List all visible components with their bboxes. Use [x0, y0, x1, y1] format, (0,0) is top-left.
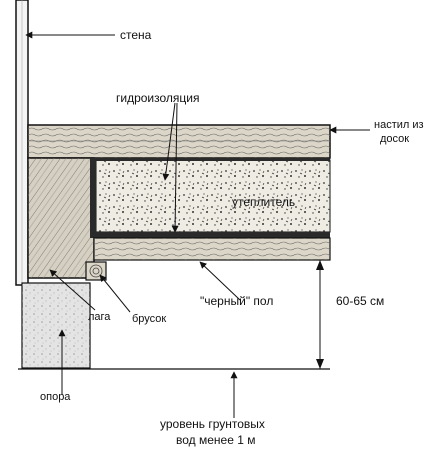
wall-label: стена	[120, 28, 152, 42]
groundwater-label-line2: вод менее 1 м	[176, 433, 255, 447]
support-pillar	[21, 282, 91, 369]
waterproofing-membrane	[90, 158, 330, 238]
leader-lines	[25, 31, 370, 418]
subfloor	[93, 237, 331, 261]
joist	[27, 157, 95, 279]
groundwater-label-line1: уровень грунтовых	[160, 417, 265, 431]
deck-boards	[27, 124, 331, 159]
height-dimension	[316, 260, 324, 369]
waterproofing-label: гидроизоляция	[116, 91, 199, 105]
bar-label: брусок	[132, 313, 166, 325]
height-label: 60-65 см	[336, 294, 384, 308]
insulation-label: утеплитель	[232, 195, 295, 209]
bar-block	[85, 261, 107, 281]
insulation	[95, 159, 331, 233]
subfloor-label: "черный" пол	[200, 294, 273, 308]
deck-label-line1: настил из	[374, 119, 424, 131]
support-label: опора	[40, 391, 71, 403]
wall	[15, 0, 29, 286]
joist-label: лага	[88, 311, 111, 323]
deck-label-line2: досок	[380, 133, 409, 145]
